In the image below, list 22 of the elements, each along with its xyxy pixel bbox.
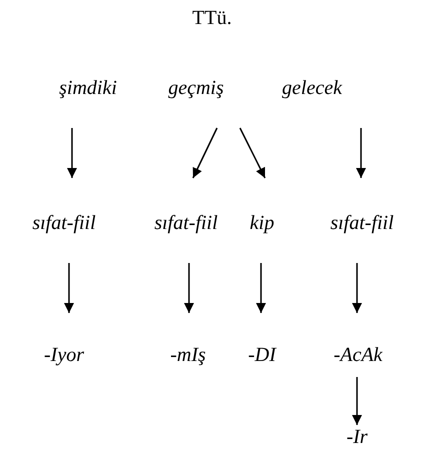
arrow: [192, 128, 218, 178]
arrow: [352, 263, 362, 313]
term-text: -Ir: [346, 425, 368, 451]
arrow: [67, 128, 77, 178]
arrow: [64, 263, 74, 313]
arrow: [239, 128, 266, 178]
term-text: geçmiş: [168, 66, 224, 128]
term-text: -AcAk: [334, 313, 382, 377]
term-text: gelecek: [282, 66, 342, 128]
arrow: [256, 263, 266, 313]
term-text: sıfat-fiil: [154, 178, 218, 263]
title: TTü.: [191, 6, 233, 30]
arrow: [184, 263, 194, 313]
term-text: kip: [250, 178, 274, 263]
term-text: -DI: [248, 313, 276, 371]
arrow: [352, 377, 362, 425]
arrow: [356, 128, 366, 178]
term-text: -Iyor: [44, 313, 84, 371]
term-text: şimdiki: [59, 66, 117, 128]
term-text: sıfat-fiil: [330, 178, 394, 263]
term-text: -mIş: [170, 313, 206, 371]
term-text: sıfat-fiil: [32, 178, 96, 263]
